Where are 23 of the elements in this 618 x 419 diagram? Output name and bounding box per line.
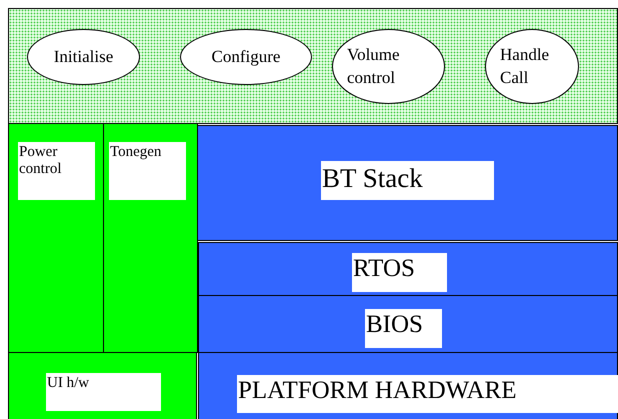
- layer-label: Power control: [18, 142, 95, 200]
- layer-label: BT Stack: [321, 161, 494, 200]
- node-label: Volume control: [347, 44, 401, 88]
- ellipse-node: [332, 29, 445, 104]
- node-label: Initialise: [54, 46, 114, 68]
- module-block: [103, 123, 198, 353]
- node-label: Configure: [212, 46, 280, 68]
- module-block: [8, 352, 197, 419]
- layer-label: PLATFORM HARDWARE: [237, 375, 618, 413]
- ellipse-node: [485, 29, 579, 104]
- layer-block: [198, 295, 618, 353]
- ellipse-node: [180, 29, 312, 85]
- application-band: [8, 8, 618, 124]
- layer-label: UI h/w: [46, 373, 161, 411]
- node-label: Handle Call: [500, 44, 550, 88]
- layer-block: [198, 242, 618, 296]
- layer-block: [197, 125, 618, 241]
- layer-label: RTOS: [352, 253, 447, 292]
- module-block: [8, 123, 104, 353]
- layer-label: Tonegen: [109, 142, 186, 200]
- layer-block: [198, 352, 618, 419]
- ellipse-node: [27, 29, 140, 85]
- layer-label: BIOS: [365, 309, 442, 348]
